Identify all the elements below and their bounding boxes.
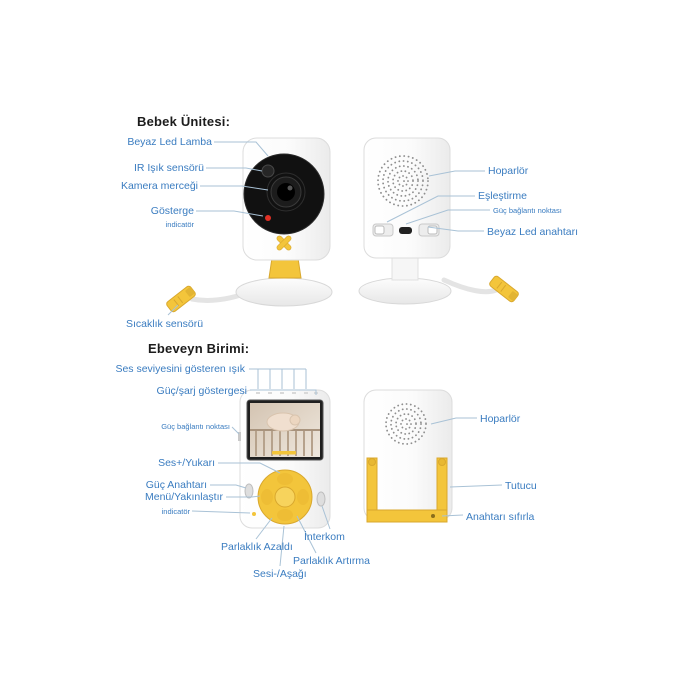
intercom-button <box>316 491 326 507</box>
baby-back-plug <box>489 275 519 303</box>
leader-baby-power-port <box>405 209 490 225</box>
dpad-down <box>277 509 293 521</box>
dpad-up <box>277 473 293 485</box>
label-reset: Anahtarı sıfırla <box>466 511 535 523</box>
label-parent-speaker: Hoparlör <box>480 413 521 425</box>
power-port-usb <box>399 227 412 234</box>
baby-back-base <box>358 277 452 305</box>
leader-parent-indicator <box>191 510 251 514</box>
parent-indicator-led <box>252 512 256 516</box>
reset-hole <box>431 514 435 518</box>
label-power-switch: Güç Anahtarı <box>145 479 207 491</box>
label-baby-speaker: Hoparlör <box>488 165 529 177</box>
dpad-center-button <box>274 486 296 508</box>
parent-power-port <box>238 432 241 441</box>
label-camera-lens: Kamera merceği <box>120 180 198 192</box>
leader-indicator <box>196 210 264 217</box>
label-volume-down: Sesi-/Aşağı <box>253 568 307 580</box>
pairing-switch-knob <box>374 225 385 235</box>
leader-reset <box>441 514 464 517</box>
dpad-right <box>297 489 309 505</box>
leader-led-switch <box>427 226 484 232</box>
leader-lines <box>167 141 503 567</box>
power-switch-button <box>244 483 254 499</box>
baby-unit-front <box>166 137 333 313</box>
leader-holder <box>449 484 503 488</box>
leader-camera-lens <box>200 185 269 191</box>
leader-led-lamp <box>214 141 269 157</box>
baby-unit-back <box>358 137 519 305</box>
label-ir-sensor: IR Işık sensörü <box>133 162 204 174</box>
dpad <box>257 469 313 525</box>
label-indicator-sub: indicatör <box>165 220 194 229</box>
section-title-baby-unit: Bebek Ünitesi: <box>137 114 231 129</box>
label-volume-lights: Ses seviyesini gösteren ışık <box>115 363 245 375</box>
dpad-left <box>261 489 273 505</box>
section-title-parent-unit: Ebeveyn Birimi: <box>148 341 250 356</box>
leader-volume-up <box>218 462 281 474</box>
leader-menu-zoom <box>226 495 261 498</box>
label-pairing: Eşleştirme <box>478 190 528 202</box>
label-led-switch: Beyaz Led anahtarı <box>487 226 579 238</box>
baby-back-body <box>363 137 451 259</box>
leader-ir-sensor <box>206 167 263 172</box>
lens-pupil <box>277 183 295 201</box>
temperature-sensor-plug <box>166 285 196 313</box>
label-charge-indicator: Güç/şarj göstergesi <box>156 385 247 397</box>
leader-power-switch <box>210 484 247 489</box>
leader-intercom <box>321 505 331 530</box>
label-baby-power-port: Güç bağlantı noktası <box>493 206 562 215</box>
label-temp-sensor: Sıcaklık sensörü <box>126 318 204 330</box>
holder-stand <box>366 457 448 523</box>
leader-temp-sensor <box>167 304 179 316</box>
label-brightness-up: Parlaklık Artırma <box>293 555 371 567</box>
leader-pairing <box>386 195 475 223</box>
screen-image <box>250 403 320 457</box>
screen-osd-text <box>272 451 296 455</box>
lens-glint <box>287 185 293 191</box>
lens-outer-ring <box>266 172 306 212</box>
label-brightness-down: Parlaklık Azaldı <box>221 541 293 553</box>
baby-speaker-grille <box>377 155 429 207</box>
label-parent-power-port: Güç bağlantı noktası <box>161 422 230 431</box>
label-intercom: İnterkom <box>304 531 345 543</box>
x-button <box>276 235 292 251</box>
leader-baby-speaker <box>428 170 485 177</box>
parent-speaker-grille <box>385 403 427 445</box>
parent-unit-back <box>363 389 453 523</box>
label-white-led-lamp: Beyaz Led Lamba <box>127 136 212 148</box>
ir-sensor <box>261 164 275 178</box>
label-indicator: Gösterge <box>150 205 194 217</box>
baby-front-base <box>235 277 333 307</box>
indicator-led <box>265 215 271 221</box>
label-parent-indicator-sub: indicatör <box>161 507 190 516</box>
leader-parent-speaker <box>430 417 477 425</box>
leader-brightness-up <box>296 515 317 554</box>
leader-brightness-down <box>255 517 273 540</box>
baby-back-cable <box>441 277 499 295</box>
leader-charge-indicator <box>250 389 317 395</box>
label-holder: Tutucu <box>505 480 537 492</box>
label-volume-up: Ses+/Yukarı <box>158 457 215 469</box>
leader-volume-down <box>279 525 285 567</box>
leader-parent-power-port <box>231 426 240 435</box>
parent-unit-front <box>238 389 331 529</box>
label-menu-zoom: Menü/Yakınlaştır <box>144 491 223 503</box>
baby-front-neck <box>268 257 302 279</box>
